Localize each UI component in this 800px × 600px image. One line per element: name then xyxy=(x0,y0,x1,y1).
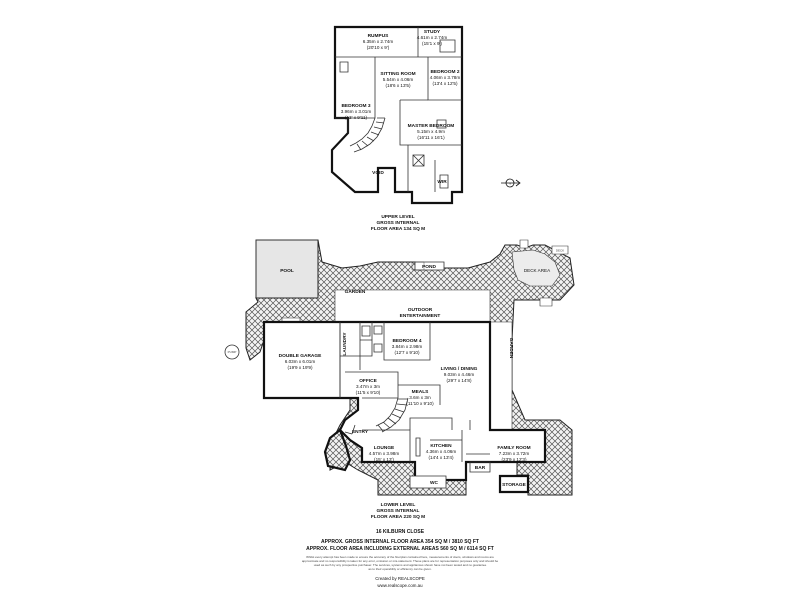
double-garage-label: DOUBLE GARAGE xyxy=(279,353,322,359)
bar-label: BAR xyxy=(475,465,486,471)
disclaimer-1: Whilst every attempt has been made to en… xyxy=(306,555,494,559)
lower-caption-2: GROSS INTERNAL xyxy=(377,508,420,514)
upper-caption-3: FLOOR AREA 134 SQ M xyxy=(371,226,425,232)
double-garage-dims: 6.03m x 6.01m xyxy=(285,359,316,364)
laundry-label: LAUNDRY xyxy=(342,332,348,356)
family-room-dims: 7.23m x 3.72m xyxy=(499,451,530,456)
lounge-label: LOUNGE xyxy=(374,445,395,451)
lower-staircase xyxy=(375,397,409,433)
pool-label: POOL xyxy=(280,268,294,274)
outdoor-ent-label: OUTDOOR xyxy=(408,307,433,313)
upper-level-plan: RUMPUS 6.35m x 2.74m (20'10 x 9') STUDY … xyxy=(330,25,464,232)
bedroom4-label: BEDROOM 4 xyxy=(392,338,421,344)
meals-dims: 3.6m x 3m xyxy=(409,395,431,400)
sitting-room-label: SITTING ROOM xyxy=(380,71,415,77)
garden-right-label: GARDEN xyxy=(508,338,514,359)
area-line-1: APPROX. GROSS INTERNAL FLOOR AREA 354 SQ… xyxy=(321,539,479,545)
office-dims: 3.47m x 3m xyxy=(356,384,380,389)
disclaimer-3: used as such by any prospective purchase… xyxy=(314,563,487,567)
bedroom3-imperial: (13' x 9'11) xyxy=(345,115,368,120)
kitchen-imperial: (14'4 x 13'4) xyxy=(429,455,454,460)
study-imperial: (15'1 x 9') xyxy=(422,41,442,46)
bedroom2-imperial: (13'4 x 12'5) xyxy=(433,81,458,86)
bedroom2-dims: 4.06m x 3.78m xyxy=(430,75,461,80)
upper-caption-1: UPPER LEVEL xyxy=(381,214,414,220)
lower-caption-3: FLOOR AREA 220 SQ M xyxy=(371,514,425,520)
office-imperial: (11'5 x 9'10) xyxy=(356,390,381,395)
compass-label: N xyxy=(509,182,511,186)
upper-staircase xyxy=(349,117,386,153)
void-label: VOID xyxy=(372,170,384,176)
kitchen-label: KITCHEN xyxy=(430,443,452,449)
master-bedroom-label: MASTER BEDROOM xyxy=(408,123,455,129)
lower-caption-1: LOWER LEVEL xyxy=(381,502,416,508)
study-dims: 4.61m x 2.74m xyxy=(417,35,448,40)
rumpus-dims: 6.35m x 2.74m xyxy=(363,39,394,44)
pond-label: POND xyxy=(422,264,436,270)
family-room-label: FAMILY ROOM xyxy=(497,445,530,451)
footer: 16 KILBURN CLOSE APPROX. GROSS INTERNAL … xyxy=(302,529,499,588)
entry-label: ENTRY xyxy=(352,429,369,435)
bedroom4-imperial: (12'7 x 9'10) xyxy=(395,350,420,355)
sitting-room-imperial: (18'6 x 13'5) xyxy=(386,83,411,88)
sitting-room-dims: 5.54m x 4.06m xyxy=(383,77,414,82)
wc-label: WC xyxy=(430,480,439,486)
living-dining-imperial: (29'7 x 14'8) xyxy=(447,378,472,383)
upper-caption-2: GROSS INTERNAL xyxy=(377,220,420,226)
credit: Created by REALSCOPE xyxy=(375,576,425,581)
deck-area-label: DECK AREA xyxy=(524,268,551,273)
double-garage-imperial: (19'9 x 19'9) xyxy=(288,365,313,370)
meals-label: MEALS xyxy=(412,389,430,395)
storage-label: STORAGE xyxy=(502,482,526,488)
wir-label: WIR xyxy=(437,179,447,185)
master-bedroom-dims: 5.15m x 4.9m xyxy=(417,129,445,134)
kitchen-dims: 4.36m x 4.06m xyxy=(426,449,457,454)
family-room-imperial: (23'9 x 12'3) xyxy=(502,457,527,462)
lounge-dims: 4.57m x 3.98m xyxy=(369,451,400,456)
bedroom3-dims: 3.96m x 3.01m xyxy=(341,109,372,114)
lower-level-plan: POOL POND DECK AREA DECK GARDEN GARDEN O… xyxy=(224,239,575,520)
bedroom3-label: BEDROOM 3 xyxy=(341,103,370,109)
living-dining-label: LIVING / DINING xyxy=(441,366,478,372)
compass-icon: N xyxy=(501,178,521,188)
master-bedroom-imperial: (16'11 x 16'1) xyxy=(417,135,445,140)
rumpus-imperial: (20'10 x 9') xyxy=(367,45,390,50)
disclaimer-2: approximate and no responsibility is tak… xyxy=(302,559,499,563)
rumpus-label: RUMPUS xyxy=(368,33,390,39)
outdoor-ent-label-2: ENTERTAINMENT xyxy=(400,313,441,319)
office-label: OFFICE xyxy=(359,378,377,384)
bedroom2-label: BEDROOM 2 xyxy=(430,69,459,75)
area-line-2: APPROX. FLOOR AREA INCLUDING EXTERNAL AR… xyxy=(306,546,494,552)
pump-label: PUMP xyxy=(228,350,237,354)
living-dining-dims: 9.03m x 4.46m xyxy=(444,372,475,377)
study-label: STUDY xyxy=(424,29,441,35)
website: www.realscope.com.au xyxy=(377,583,423,588)
deck-label: DECK xyxy=(556,249,564,253)
bedroom4-dims: 3.84m x 2.98m xyxy=(392,344,423,349)
garden-top-label: GARDEN xyxy=(345,289,366,295)
disclaimer-4: as to their operability or efficiency ca… xyxy=(368,567,431,571)
address: 16 KILBURN CLOSE xyxy=(376,529,425,535)
meals-imperial: (11'10 x 9'10) xyxy=(406,401,434,406)
lounge-imperial: (15' x 13') xyxy=(374,457,394,462)
